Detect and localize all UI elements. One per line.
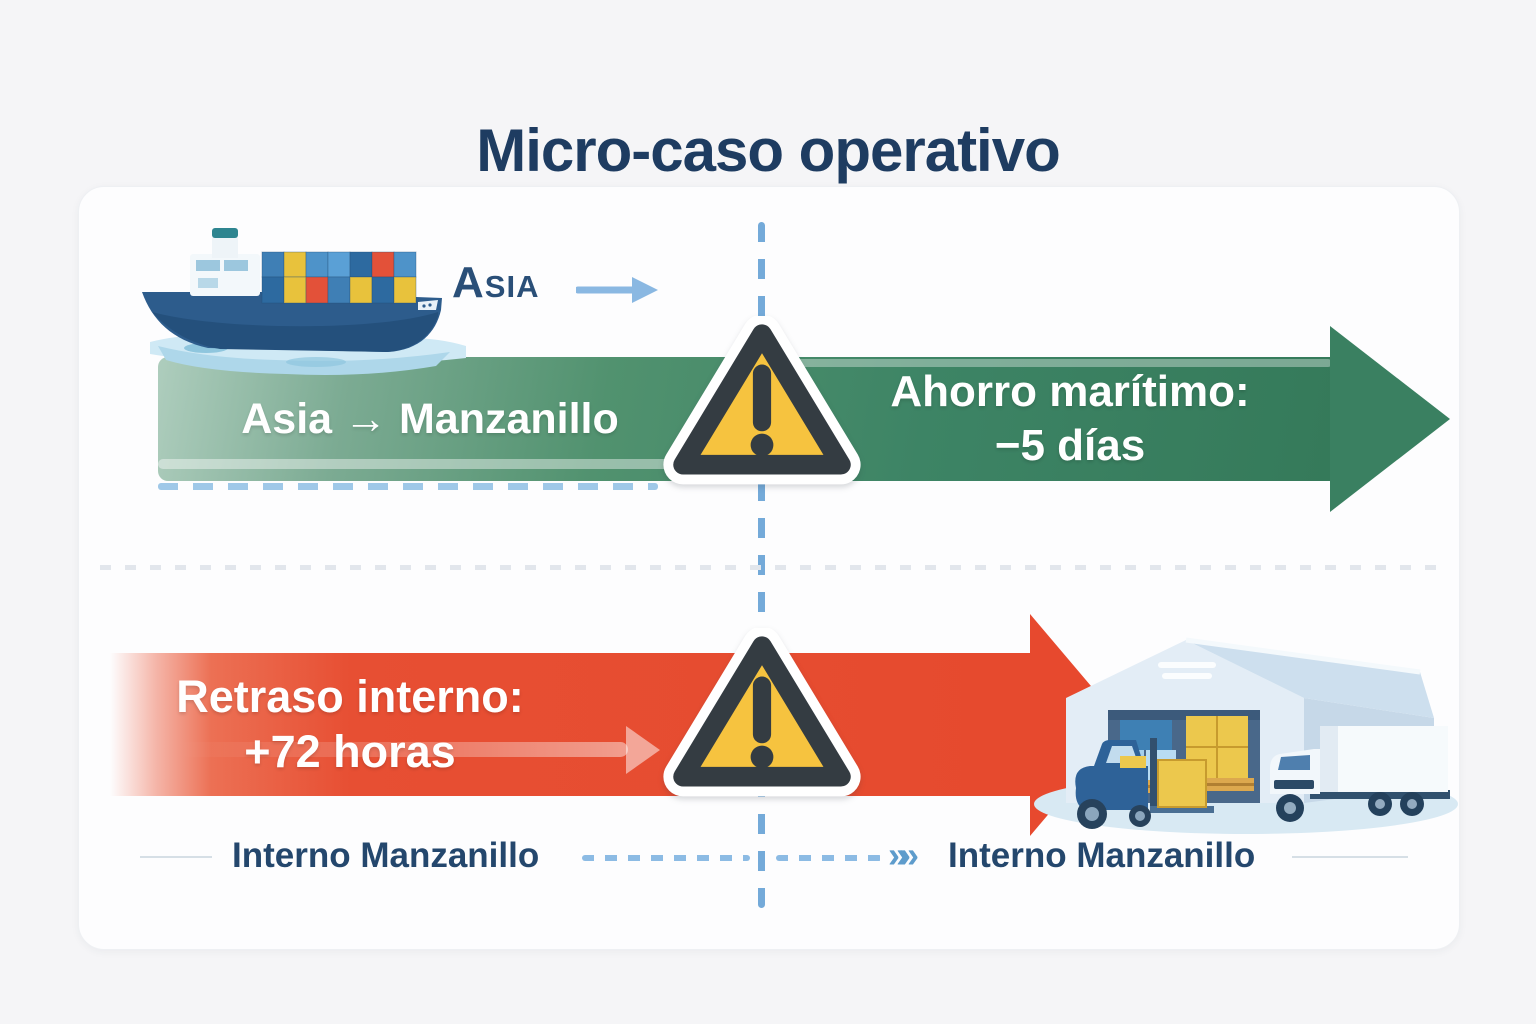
maritime-dashed-underline — [158, 483, 658, 490]
right-arrow-icon — [576, 277, 658, 303]
warning-triangle-icon-top — [658, 316, 866, 492]
delay-line1: Retraso interno: — [176, 670, 524, 722]
delay-highlight-streak — [180, 742, 628, 757]
right-tick-line — [1292, 856, 1408, 858]
route-label: Asia → Manzanillo — [241, 394, 619, 443]
section-separator-dotted — [100, 565, 1440, 570]
delay-line2: +72 horas — [244, 725, 456, 777]
chevron-right-icon: »» — [888, 834, 919, 875]
internal-label-left: Interno Manzanillo — [232, 836, 540, 875]
left-tick-line — [140, 856, 212, 858]
delay-arrow-band — [110, 653, 1032, 796]
warehouse-truck-forklift-icon — [1034, 637, 1458, 834]
warning-triangle-icon-bottom — [658, 628, 866, 804]
bottom-dashed-line-right — [776, 855, 882, 861]
benefit-line2: −5 días — [994, 421, 1146, 470]
container-ship-icon — [142, 228, 466, 375]
maritime-benefit-label: Ahorro marítimo: −5 días — [840, 357, 1300, 481]
page-title: Micro-caso operativo — [476, 117, 1061, 185]
origin-label: Asia — [452, 258, 540, 307]
delay-label: Retraso interno: +72 horas — [140, 653, 560, 796]
internal-label-right: Interno Manzanillo — [948, 836, 1256, 875]
bottom-dashed-line-left — [582, 855, 750, 861]
benefit-line1: Ahorro marítimo: — [890, 367, 1250, 417]
